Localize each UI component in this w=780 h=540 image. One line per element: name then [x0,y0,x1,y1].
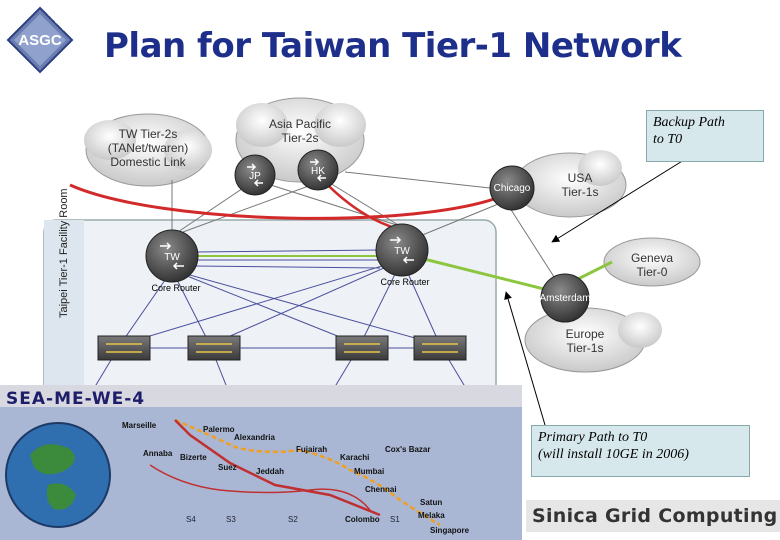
sea-me-we-4-title: SEA-ME-WE-4 [6,389,146,409]
segment-label: S2 [288,515,298,524]
logo-text: ASGC [18,32,62,49]
cloud-label: USA [568,171,593,185]
backup-path-line [69,183,506,220]
cloud-europe: Europe Tier-1s [524,307,662,373]
switch-1 [97,335,151,361]
cloud-label: Geneva [631,251,673,265]
city-label: Palermo [203,425,235,434]
cloud-usa: USA Tier-1s [513,150,627,218]
router-tw-core-1: TW [145,229,199,283]
router-label: HK [311,166,325,177]
city-label: Jeddah [256,467,285,476]
note-line: Primary Path to T0 [538,430,648,445]
router-label: JP [249,171,261,182]
cloud-label: (TANet/twaren) [108,141,188,155]
cloud-label: Europe [566,327,605,341]
cloud-label: TW Tier-2s [119,127,178,141]
city-label: Annaba [143,449,173,458]
primary-arrow [504,291,546,426]
sea-me-we-4-map: Marseille Palermo Alexandria Annaba Bize… [0,385,522,540]
cloud-label: Asia Pacific [269,117,331,131]
note-line: Backup Path [653,115,725,130]
asgc-logo: ASGC TWGRID [6,6,74,74]
cloud-links [171,171,557,281]
city-label: Mumbai [354,467,385,476]
switch-4 [413,335,467,361]
note-line: to T0 [653,132,683,147]
switch-2 [187,335,241,361]
city-label: Marseille [122,421,157,430]
router-label: Amsterdam [539,293,590,304]
facility-room-label: Taipei Tier-1 Facility Room [58,188,70,318]
city-label: Bizerte [180,453,207,462]
segment-label: S3 [226,515,236,524]
segment-label: S1 [390,515,400,524]
router-label: TW [394,246,410,257]
router-label: Chicago [494,183,531,194]
backup-path-note: Backup Path to T0 [646,110,764,162]
router-hk: HK [297,149,339,191]
cloud-label: Tier-1s [562,185,599,199]
city-label: Cox's Bazar [385,445,431,454]
primary-path-note: Primary Path to T0 (will install 10GE in… [531,425,750,477]
router-amsterdam: Amsterdam [539,273,591,323]
city-label: Melaka [418,511,445,520]
facility-room-sidebar [44,220,84,400]
footer-bar [526,500,780,532]
city-label: Colombo [345,515,380,524]
primary-path-line [419,256,557,294]
cloud-label: Tier-0 [637,265,668,279]
core-router-label: Core Router [151,283,200,293]
footer-text: Sinica Grid Computing [532,505,778,527]
city-label: Alexandria [234,433,275,442]
city-label: Singapore [430,526,470,535]
router-label: TW [164,252,180,263]
cloud-label: Domestic Link [110,155,186,169]
city-label: Fujairah [296,445,328,454]
city-label: Karachi [340,453,370,462]
cloud-label: Tier-2s [282,131,319,145]
note-line: (will install 10GE in 2006) [538,447,689,462]
router-tw-core-2: TW [375,223,429,277]
city-label: Chennai [365,485,397,494]
city-label: Suez [218,463,237,472]
core-router-label: Core Router [380,277,429,287]
router-jp: JP [234,154,276,196]
segment-label: S4 [186,515,196,524]
backup-arrow [551,149,701,243]
router-chicago: Chicago [489,165,535,211]
cloud-tw-tier2: TW Tier-2s (TANet/twaren) Domestic Link [84,113,212,187]
sea-map-graphic [5,418,441,528]
page-title: Plan for Taiwan Tier-1 Network [104,26,682,66]
switch-3 [335,335,389,361]
city-label: Satun [420,498,443,507]
cloud-label: Tier-1s [567,341,604,355]
cloud-geneva: Geneva Tier-0 [603,237,701,287]
